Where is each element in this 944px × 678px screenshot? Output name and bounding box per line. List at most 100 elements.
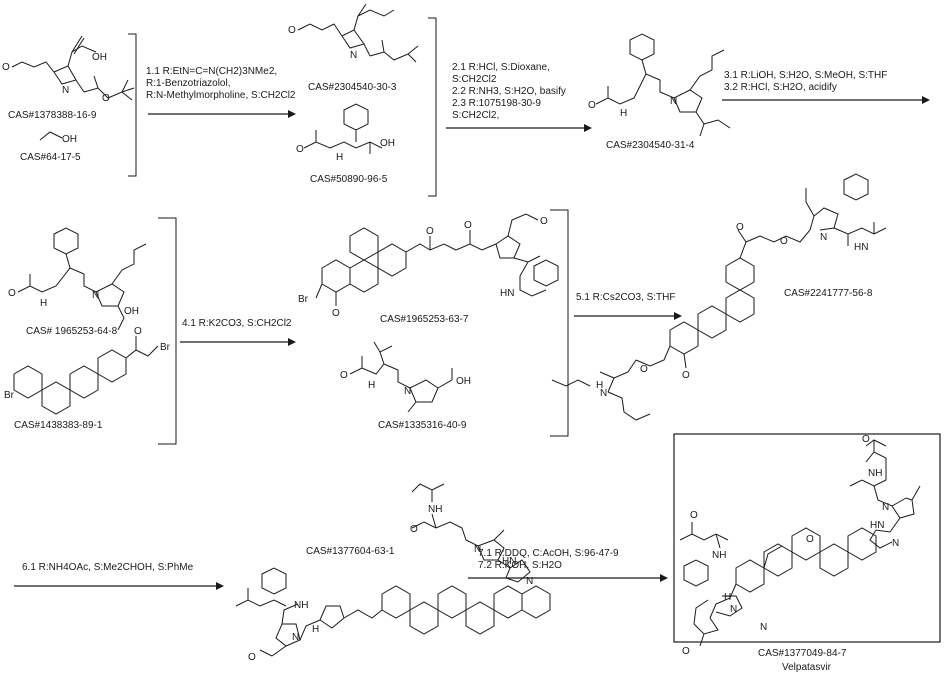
atom-nh: HN (500, 288, 514, 299)
cas-int2: CAS#2304540-31-4 (606, 140, 695, 151)
atom-nh: H (620, 108, 627, 119)
condition-line: 2.2 R:NH3, S:H2O, basify (452, 86, 566, 97)
atom-n: N (882, 502, 889, 513)
cas-int1: CAS#2304540-30-3 (308, 82, 397, 93)
atom-o: O (780, 236, 788, 247)
atom-nh: H (336, 152, 343, 163)
atom-hn: HN (870, 520, 884, 531)
atom-oh: OH (380, 138, 395, 149)
atom-h: H (312, 624, 319, 635)
atom-o: O (426, 226, 434, 237)
structure-int6: O NH N HN N NH N H O (235, 483, 551, 663)
atom-n: N (600, 388, 607, 399)
atom-br: Br (160, 342, 171, 353)
structure-sm3: O H OH (296, 103, 395, 163)
condition-line: 4.1 R:K2CO3, S:CH2Cl2 (182, 318, 292, 329)
atom-o: O (8, 288, 16, 299)
reaction-arrow-1 (148, 110, 296, 118)
bracket (428, 17, 437, 197)
structure-int1: O N (288, 3, 419, 63)
reaction-arrow-3 (722, 96, 930, 104)
structure-product: O NH N HN N O H N N O O NH (679, 434, 921, 657)
atom-n: N (760, 622, 767, 633)
cas-int3: CAS# 1965253-64-8 (26, 326, 118, 337)
atom-o: O (134, 326, 142, 337)
atom-o: O (588, 100, 596, 111)
cas-int4: CAS#1965253-63-7 (380, 314, 469, 325)
atom-oh: OH (92, 52, 107, 63)
product-box (673, 433, 941, 643)
condition-line: R:N-Methylmorpholine, S:CH2Cl2 (146, 90, 296, 101)
cas-sm3: CAS#50890-96-5 (310, 174, 388, 185)
condition-line: 7.1 R:DDQ, C:AcOH, S:96-47-9 (478, 548, 619, 559)
bracket (128, 33, 137, 177)
structure-int4: Br O O O O HN (298, 213, 559, 319)
cas-int5: CAS#2241777-56-8 (784, 288, 873, 299)
bracket (158, 217, 177, 445)
step2-conditions: 2.1 R:HCl, S:Dioxane, S:CH2Cl2 2.2 R:NH3… (452, 62, 566, 121)
atom-o: O (248, 652, 256, 663)
condition-line: R:1-Benzotriazolol, (146, 78, 230, 89)
atom-o: O (340, 370, 348, 381)
atom-o: O (410, 524, 418, 535)
cas-sm5: CAS#1335316-40-9 (378, 420, 467, 431)
condition-line: 2.1 R:HCl, S:Dioxane, (452, 62, 550, 73)
product-name: Velpatasvir (782, 662, 832, 673)
step1-conditions: 1.1 R:EtN=C=N(CH2)3NMe2, R:1-Benzotriazo… (146, 66, 296, 101)
reaction-arrow-2 (446, 124, 592, 132)
condition-line: 7.2 R:KOH, S:H2O (478, 560, 562, 571)
condition-line: 3.2 R:HCl, S:H2O, acidify (724, 82, 837, 93)
condition-line: 6.1 R:NH4OAc, S:Me2CHOH, S:PhMe (22, 562, 194, 573)
atom-o: O (682, 370, 690, 381)
atom-n: N (892, 538, 899, 549)
atom-n: N (404, 386, 411, 397)
reaction-arrow-6 (14, 582, 224, 590)
atom-o: O (736, 222, 744, 233)
atom-nh: HN (854, 242, 868, 253)
atom-br: Br (298, 294, 309, 305)
cas-sm1: CAS#1378388-16-9 (8, 110, 97, 121)
atom-oh: OH (456, 376, 471, 387)
atom-nh: H (368, 380, 375, 391)
atom-nh: NH (428, 504, 442, 515)
cas-sm4: CAS#1438383-89-1 (14, 420, 103, 431)
step3-conditions: 3.1 R:LiOH, S:H2O, S:MeOH, S:THF 3.2 R:H… (724, 70, 887, 93)
atom-o: O (806, 534, 814, 545)
condition-line: 1.1 R:EtN=C=N(CH2)3NMe2, (146, 66, 277, 77)
atom-nh: NH (712, 550, 726, 561)
structure-sm1: O OH N O (2, 35, 135, 104)
bracket (550, 209, 569, 437)
reaction-arrow-4 (180, 338, 296, 346)
atom-oh: OH (124, 306, 139, 317)
structure-int5: O O O N HN O N H (551, 173, 887, 421)
cas-product: CAS#1377049-84-7 (758, 648, 847, 659)
atom-n: N (92, 290, 99, 301)
atom-n: N (292, 632, 299, 643)
atom-oh: OH (62, 134, 77, 145)
atom-o: O (2, 62, 10, 73)
atom-n: N (820, 232, 827, 243)
atom-o: O (640, 364, 648, 375)
condition-line: 2.3 R:1075198-30-9 (452, 98, 541, 109)
atom-n: N (526, 576, 533, 587)
atom-o: O (332, 308, 340, 319)
reaction-arrow-7 (468, 574, 668, 582)
atom-h: H (724, 592, 731, 603)
structure-int3: O H N OH (8, 227, 147, 331)
atom-n: N (350, 50, 357, 61)
condition-line: S:CH2Cl2, (452, 110, 499, 121)
atom-br: Br (4, 390, 15, 401)
atom-o: O (690, 510, 698, 521)
atom-o: O (102, 93, 110, 104)
atom-hn: HN (502, 556, 516, 567)
structure-ethanol: OH (39, 131, 77, 145)
condition-line: S:CH2Cl2 (452, 74, 497, 85)
atom-n: N (474, 544, 481, 555)
atom-nh: H (40, 298, 47, 309)
structure-int2: O H N (588, 33, 731, 137)
atom-o: O (540, 216, 548, 227)
structure-sm5: O H N OH (340, 341, 471, 413)
condition-line: 3.1 R:LiOH, S:H2O, S:MeOH, S:THF (724, 70, 887, 81)
atom-n: N (62, 85, 69, 96)
